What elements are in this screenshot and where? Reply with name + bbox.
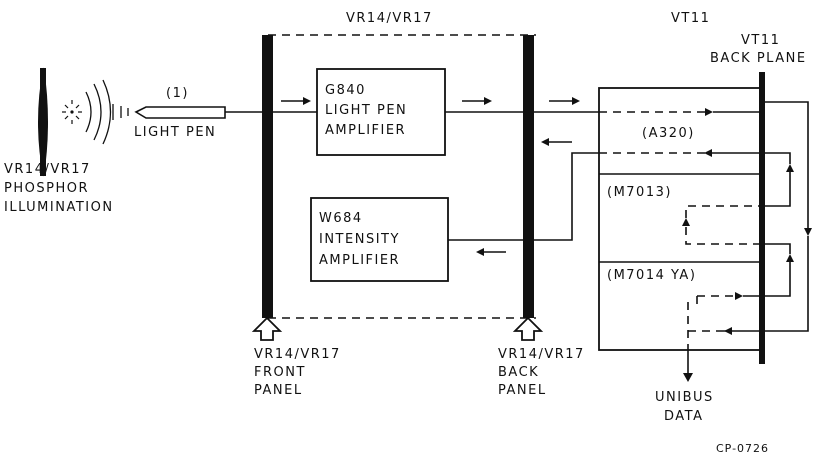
crt-screen-icon — [38, 67, 48, 177]
front-panel-label-3: PANEL — [254, 383, 303, 398]
phosphor-illumination-icon — [62, 79, 129, 145]
light-pen-icon — [134, 106, 268, 119]
signal-arrow-icon — [462, 97, 492, 105]
phosphor-label-3: ILLUMINATION — [4, 200, 114, 215]
w684-label-2: INTENSITY — [319, 232, 400, 247]
unibus-label-2: DATA — [664, 409, 704, 424]
light-pen-label: LIGHT PEN — [134, 125, 216, 140]
w684-box — [310, 197, 449, 282]
arrowhead-icon — [786, 254, 794, 262]
front-panel-bar — [262, 35, 273, 318]
m7013-dashed-loop — [685, 205, 761, 218]
backplane-bus-line — [765, 101, 809, 230]
w684-label-1: W684 — [319, 211, 363, 226]
signal-arrow-icon — [541, 138, 572, 146]
arrowhead-icon — [786, 164, 794, 172]
g840-label-1: G840 — [325, 83, 366, 98]
arrowhead-icon — [683, 373, 693, 382]
arrowhead-icon — [705, 108, 713, 116]
g840-label-2: LIGHT PEN — [325, 103, 407, 118]
arrowhead-icon — [682, 218, 690, 226]
w684-label-3: AMPLIFIER — [319, 253, 400, 268]
m7013-dashed-loop — [685, 226, 761, 245]
back-panel-label-3: PANEL — [498, 383, 547, 398]
back-panel-bar — [523, 35, 534, 318]
a320-module-label: (A320) — [642, 126, 695, 141]
phosphor-label-2: PHOSPHOR — [4, 181, 89, 196]
arrowhead-icon — [704, 149, 712, 157]
back-panel-label-1: VR14/VR17 — [498, 347, 585, 362]
front-panel-pointer-icon — [251, 316, 283, 341]
m7013-module-label: (M7013) — [607, 185, 672, 200]
back-panel-pointer-icon — [512, 316, 544, 341]
g840-label-3: AMPLIFIER — [325, 123, 406, 138]
signal-arrow-icon — [549, 97, 580, 105]
backplane-loop-line — [765, 172, 791, 207]
phosphor-label-1: VR14/VR17 — [4, 162, 91, 177]
arrowhead-icon — [724, 327, 732, 335]
vt11-backplane-label-1: VT11 — [741, 33, 780, 48]
vt11-backplane-label-2: BACK PLANE — [710, 51, 807, 66]
vr-enclosure-title: VR14/VR17 — [346, 11, 433, 26]
m7014-module-label: (M7014 YA) — [607, 268, 696, 283]
vt11-title: VT11 — [671, 11, 710, 26]
backplane-loop-line — [765, 262, 791, 297]
backplane-bus-line — [765, 236, 809, 332]
arrowhead-icon — [804, 228, 812, 236]
unibus-label-1: UNIBUS — [655, 390, 714, 405]
vt11-backplane-bar — [759, 72, 765, 364]
signal-arrow-icon — [476, 248, 506, 256]
figure-code: CP-0726 — [716, 442, 769, 455]
back-panel-label-2: BACK — [498, 365, 539, 380]
callout-number: (1) — [166, 86, 189, 101]
signal-arrow-icon — [281, 97, 311, 105]
front-panel-label-2: FRONT — [254, 365, 306, 380]
front-panel-label-1: VR14/VR17 — [254, 347, 341, 362]
arrowhead-icon — [735, 292, 743, 300]
vt11-to-back-line — [534, 152, 599, 241]
